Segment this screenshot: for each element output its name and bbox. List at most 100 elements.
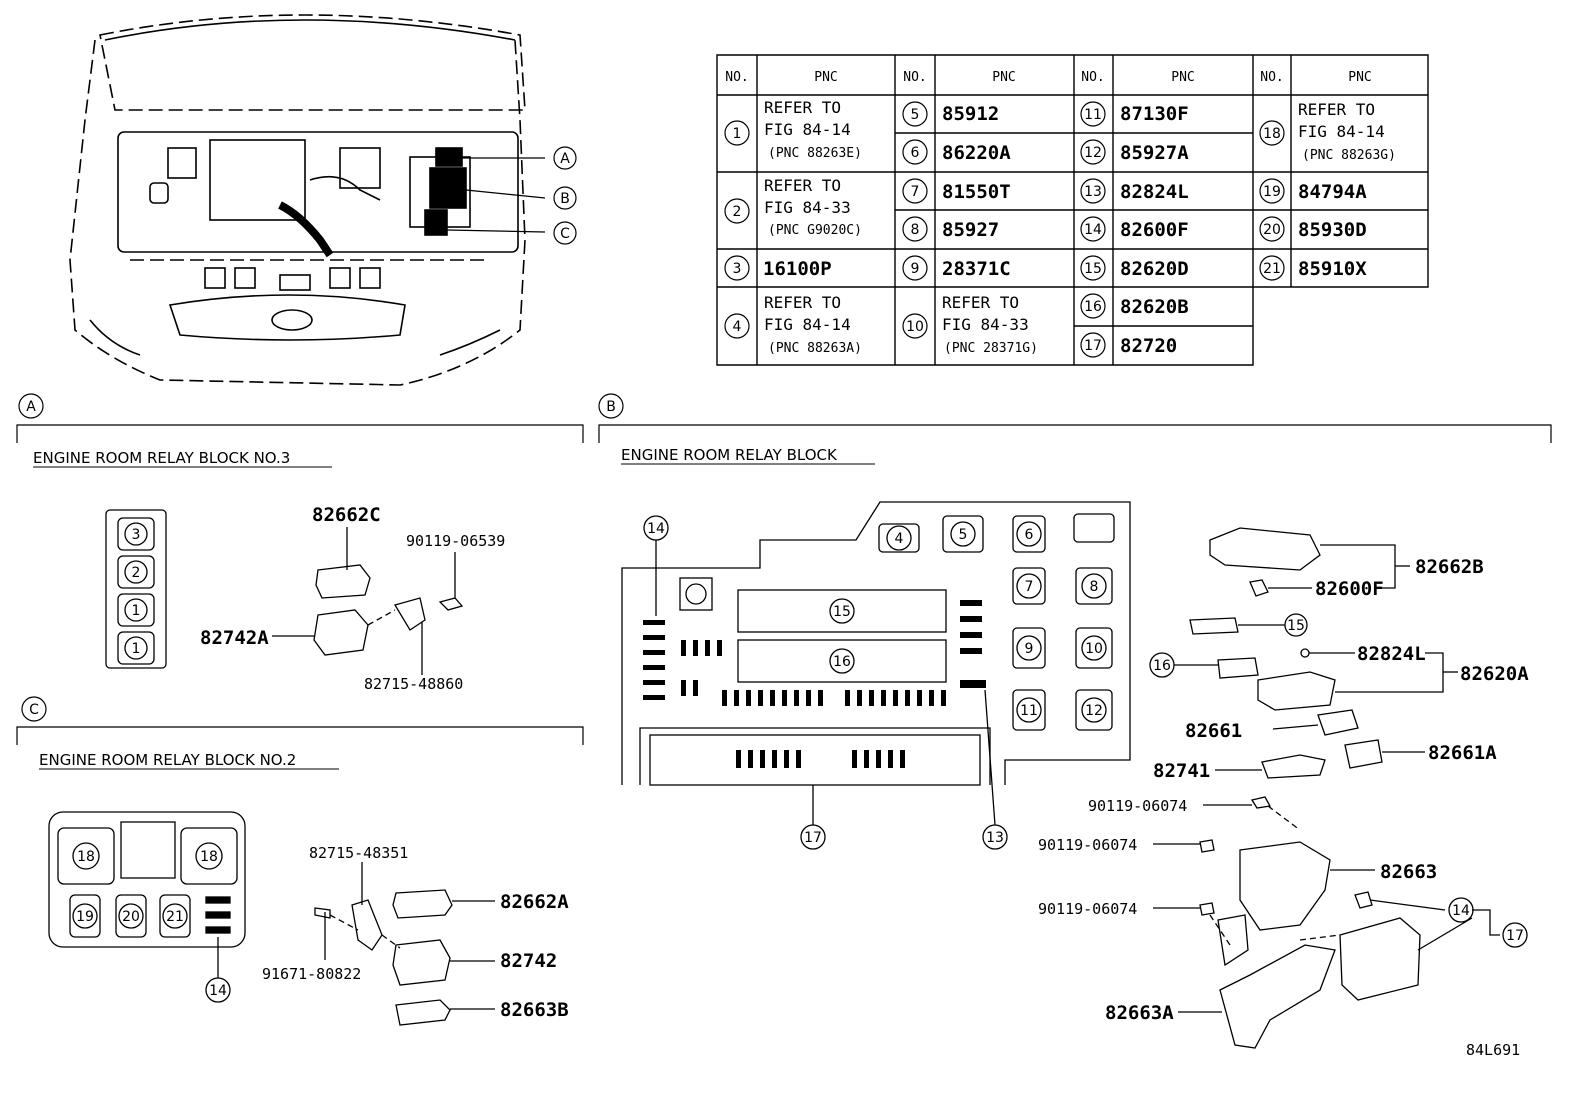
svg-text:REFER TO: REFER TO [1298,100,1375,119]
table-row: 9 28371C [902,255,1011,281]
slot-label: 3 [132,527,141,543]
svg-text:82824L: 82824L [1120,181,1189,203]
svg-text:FIG 84-33: FIG 84-33 [942,315,1029,334]
svg-text:85910X: 85910X [1298,258,1367,280]
svg-text:12: 12 [1084,145,1102,161]
svg-text:16: 16 [1084,299,1102,315]
section-b-letter: B [598,393,624,419]
svg-text:19: 19 [1263,184,1281,200]
slot-label: 4 [895,531,904,547]
header-no-3: NO. [1081,70,1104,85]
part-label: 91671-80822 [262,965,361,983]
callout-c: C [553,221,577,245]
relay-block-no3 [105,509,167,669]
slot-label: 5 [959,527,968,543]
slot-label: 12 [1085,703,1103,719]
svg-text:82620D: 82620D [1120,258,1189,280]
table-row: 15 82620D [1080,255,1189,281]
slot-label: 20 [122,909,140,925]
part-label: 82742 [500,950,557,972]
header-pnc-2: PNC [992,70,1015,85]
fuse-bars [643,600,986,768]
svg-text:86220A: 86220A [942,142,1011,164]
slot-label: 9 [1025,641,1034,657]
svg-text:4: 4 [733,319,742,335]
svg-text:85927A: 85927A [1120,142,1189,164]
part-label: 82661A [1428,742,1497,764]
table-row: 16 82620B [1080,293,1189,319]
car-front-illustration [69,14,526,386]
table-row: 10 REFER TO FIG 84-33 (PNC 28371G) [902,293,1038,356]
section-b-title: ENGINE ROOM RELAY BLOCK [621,446,838,464]
svg-text:28371C: 28371C [942,258,1011,280]
svg-text:85930D: 85930D [1298,219,1367,241]
svg-text:C: C [560,226,570,242]
part-label: 16 [1153,658,1171,674]
table-row: 6 86220A [902,139,1011,165]
slot-label: 17 [804,830,822,846]
svg-text:2: 2 [733,204,742,220]
table-row: 19 84794A [1259,178,1367,204]
slot-label: 16 [833,654,851,670]
section-a-letter: A [18,393,44,419]
section-c-letter: C [21,696,47,722]
slot-label: 10 [1085,641,1103,657]
slot-label: 8 [1090,579,1099,595]
relay-block-main [621,501,1131,850]
svg-text:A: A [560,151,570,167]
slot-label: 14 [647,521,665,537]
table-row: 1 REFER TO FIG 84-14 (PNC 88263E) [724,98,862,161]
table-row: 20 85930D [1259,216,1367,242]
slot-label: 13 [986,830,1004,846]
table-row: 7 81550T [902,178,1011,204]
svg-text:16100P: 16100P [763,258,832,280]
svg-text:8: 8 [911,222,920,238]
part-label: 82662B [1415,556,1484,578]
part-label: 90119-06074 [1038,900,1137,918]
svg-text:1: 1 [733,126,742,142]
svg-text:(PNC 88263G): (PNC 88263G) [1302,148,1396,163]
slot-label: 7 [1025,579,1034,595]
svg-text:7: 7 [911,184,920,200]
table-row: 17 82720 [1080,332,1177,358]
part-label: 82715-48351 [309,844,408,862]
svg-text:C: C [29,702,39,718]
part-label: 15 [1287,618,1305,634]
table-row: 2 REFER TO FIG 84-33 (PNC G9020C) [724,176,862,238]
table-row: 13 82824L [1080,178,1189,204]
block-c-parts-illustration [314,862,495,1026]
part-label: 82715-48860 [364,675,463,693]
svg-text:82620B: 82620B [1120,296,1189,318]
section-brackets [16,424,1552,745]
part-label: 90119-06074 [1038,836,1137,854]
callout-b: B [553,186,577,210]
svg-text:20: 20 [1263,222,1281,238]
svg-text:A: A [26,399,36,415]
svg-text:REFER TO: REFER TO [764,98,841,117]
svg-text:82600F: 82600F [1120,219,1189,241]
part-label: 82662C [312,504,381,526]
relay-block-no2 [48,811,246,1003]
header-pnc-4: PNC [1348,70,1371,85]
svg-text:REFER TO: REFER TO [942,293,1019,312]
block-a-parts-illustration [272,527,464,675]
header-no-1: NO. [725,70,748,85]
svg-text:3: 3 [733,261,742,277]
svg-text:85927: 85927 [942,219,999,241]
part-label: 82824L [1357,643,1426,665]
svg-text:13: 13 [1084,184,1102,200]
svg-text:11: 11 [1084,107,1102,123]
slot-label: 18 [77,849,95,865]
svg-text:84794A: 84794A [1298,181,1367,203]
svg-text:(PNC 28371G): (PNC 28371G) [944,341,1038,356]
slot-label: 1 [132,641,141,657]
svg-text:81550T: 81550T [942,181,1011,203]
slot-label: 11 [1020,703,1038,719]
part-label: 82600F [1315,578,1384,600]
part-label: 14 [1452,903,1470,919]
part-label: 82620A [1460,663,1529,685]
table-row: 14 82600F [1080,216,1189,242]
slot-label: 1 [132,603,141,619]
svg-text:87130F: 87130F [1120,103,1189,125]
part-label: 82663 [1380,861,1437,883]
